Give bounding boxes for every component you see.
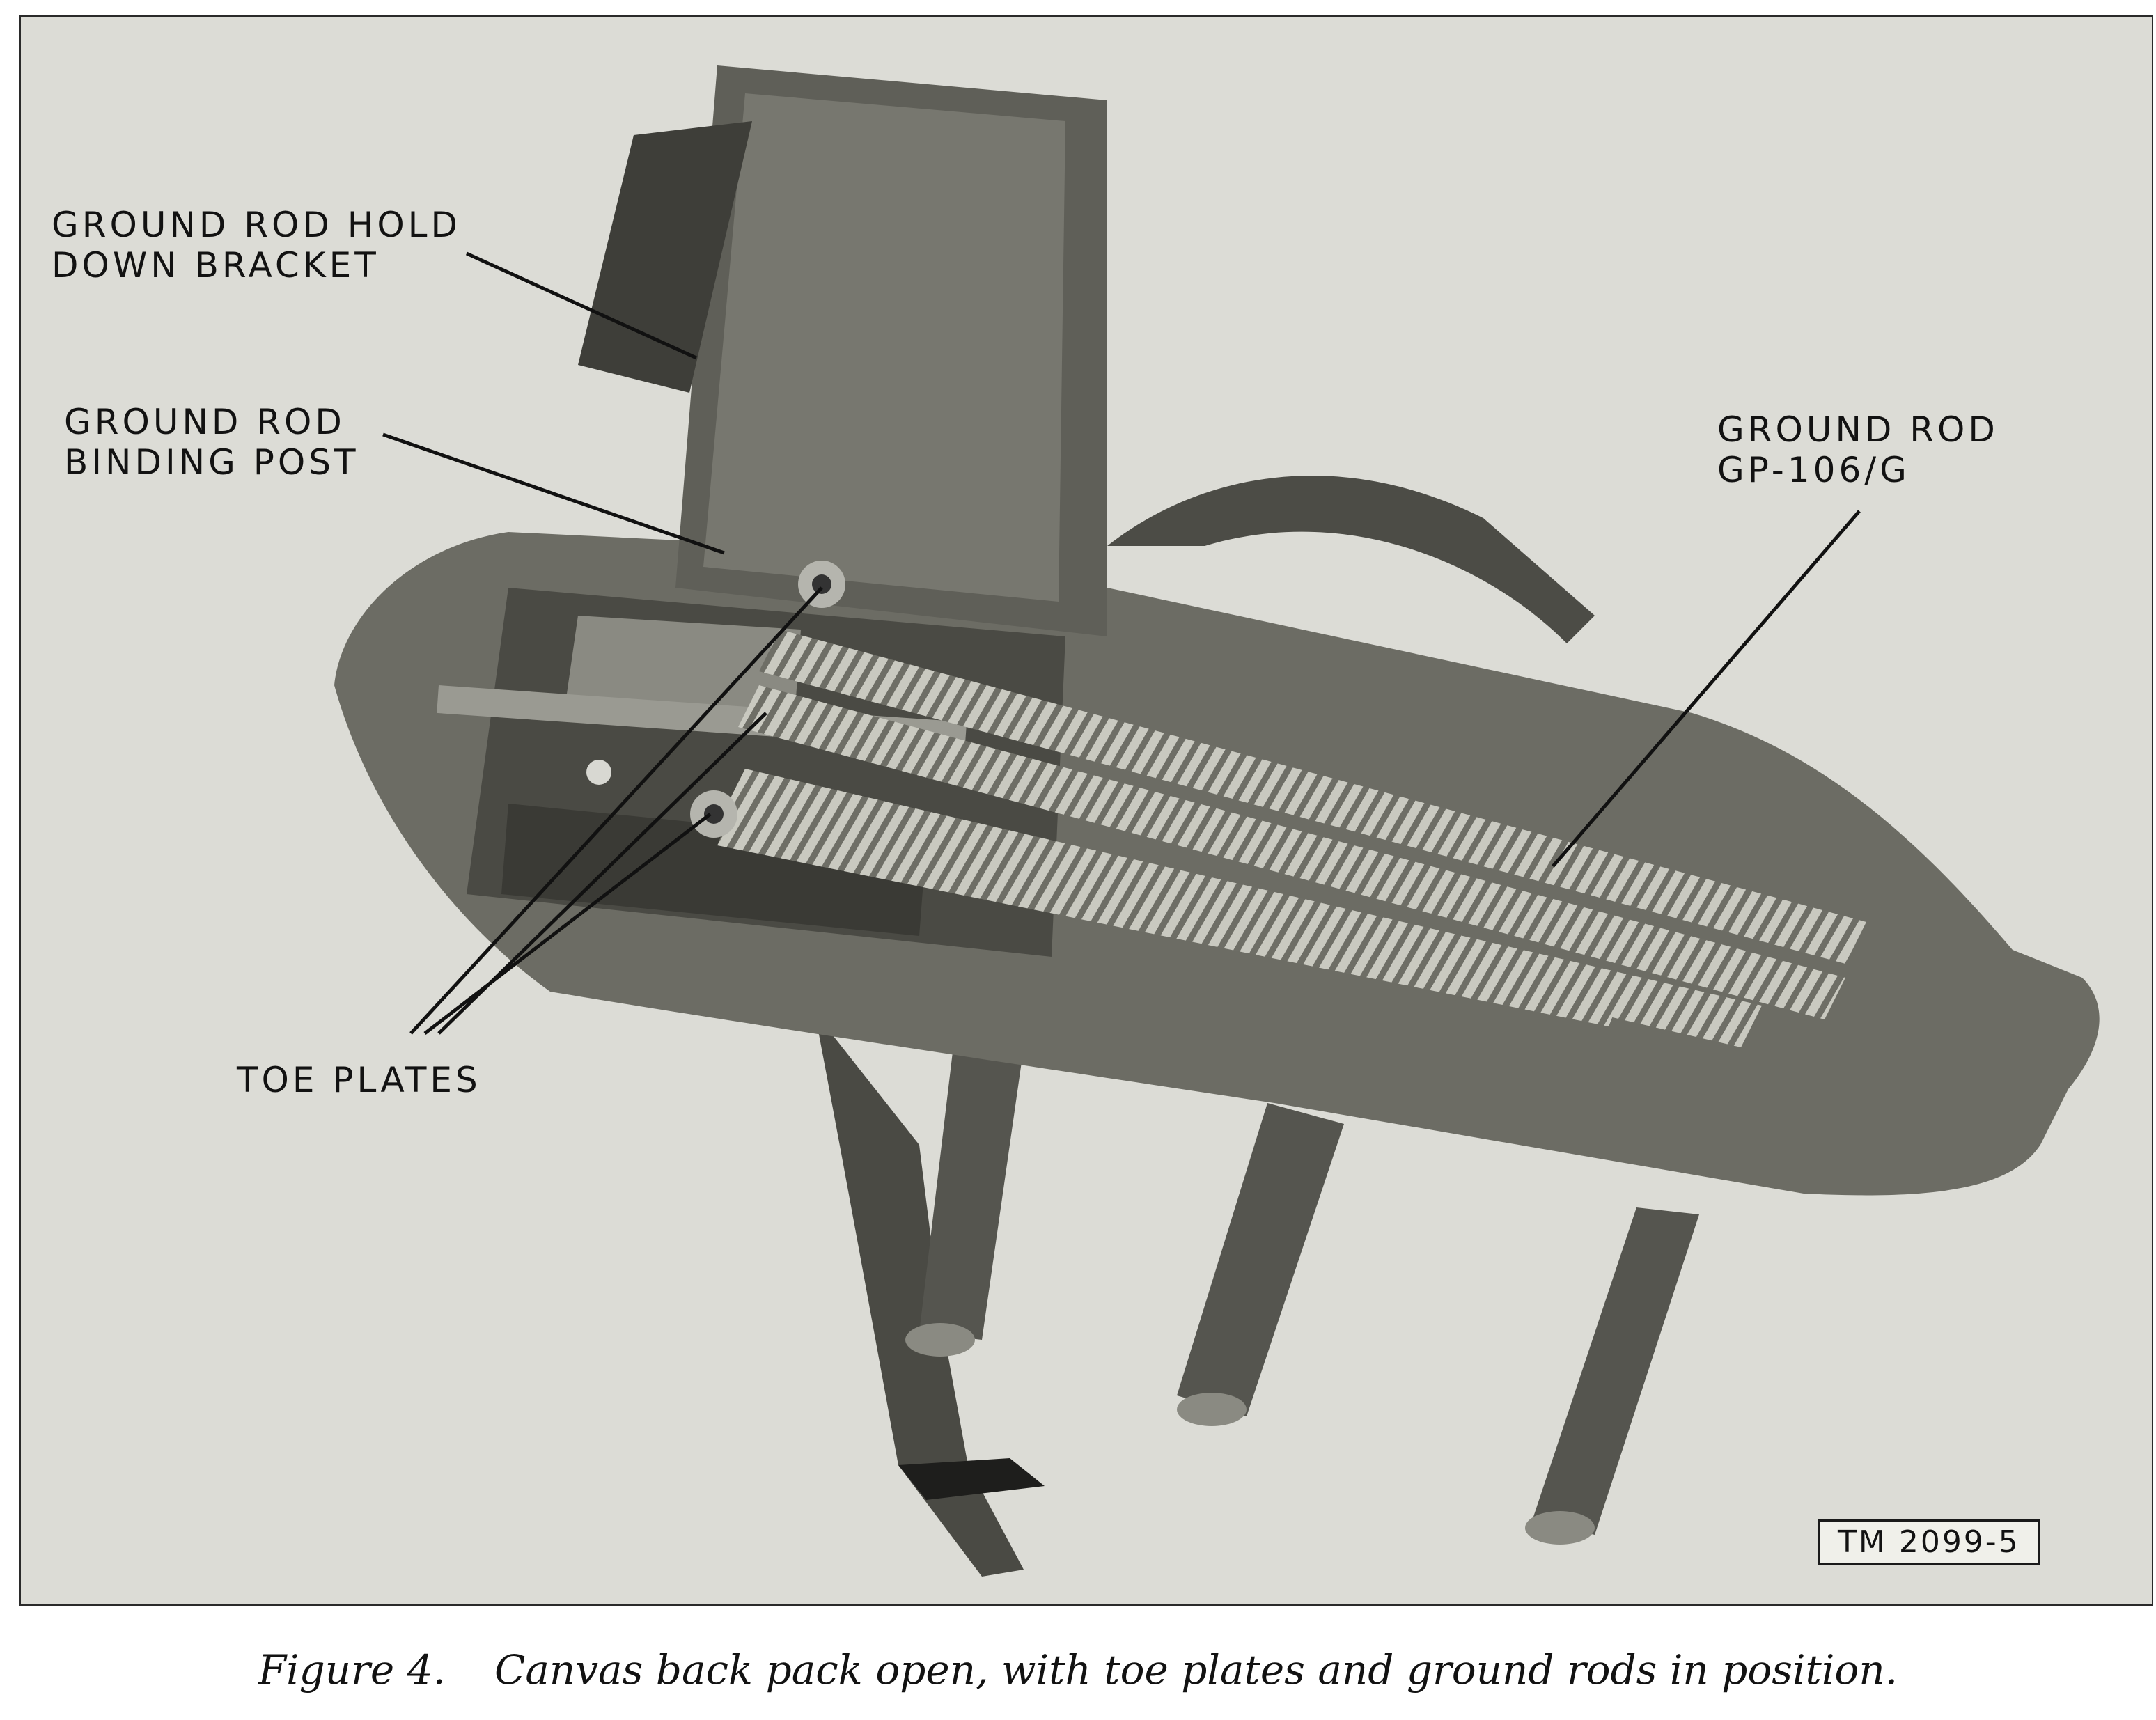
leader-lines bbox=[382, 251, 1861, 1035]
strap-leg-1 bbox=[919, 1040, 1024, 1340]
shoulder-strap bbox=[1107, 476, 1595, 643]
figure-caption: Figure 4. Canvas back pack open, with toe… bbox=[0, 1646, 2156, 1694]
label-ground-rod: GROUND ROD GP-106/G bbox=[1717, 409, 1999, 490]
strap-leg-3 bbox=[1532, 1207, 1699, 1535]
label-toe-plates: TOE PLATES bbox=[237, 1060, 481, 1100]
label-binding-post: GROUND ROD BINDING POST bbox=[64, 402, 359, 483]
figure-caption-text: Canvas back pack open, with toe plates a… bbox=[494, 1646, 1898, 1694]
strap-leg-2 bbox=[1177, 1103, 1344, 1416]
photo-illustration bbox=[334, 65, 2100, 1577]
label-hold-down-bracket: GROUND ROD HOLD DOWN BRACKET bbox=[52, 205, 462, 286]
figure-number: Figure 4. bbox=[258, 1646, 446, 1694]
strap-buckle bbox=[898, 1458, 1045, 1500]
tm-number-badge: TM 2099-5 bbox=[1818, 1519, 2040, 1565]
ground-rods bbox=[717, 630, 1866, 1047]
equipment-photo: GROUND ROD HOLD DOWN BRACKET GROUND ROD … bbox=[19, 15, 2153, 1606]
lower-strap bbox=[815, 1013, 1024, 1577]
